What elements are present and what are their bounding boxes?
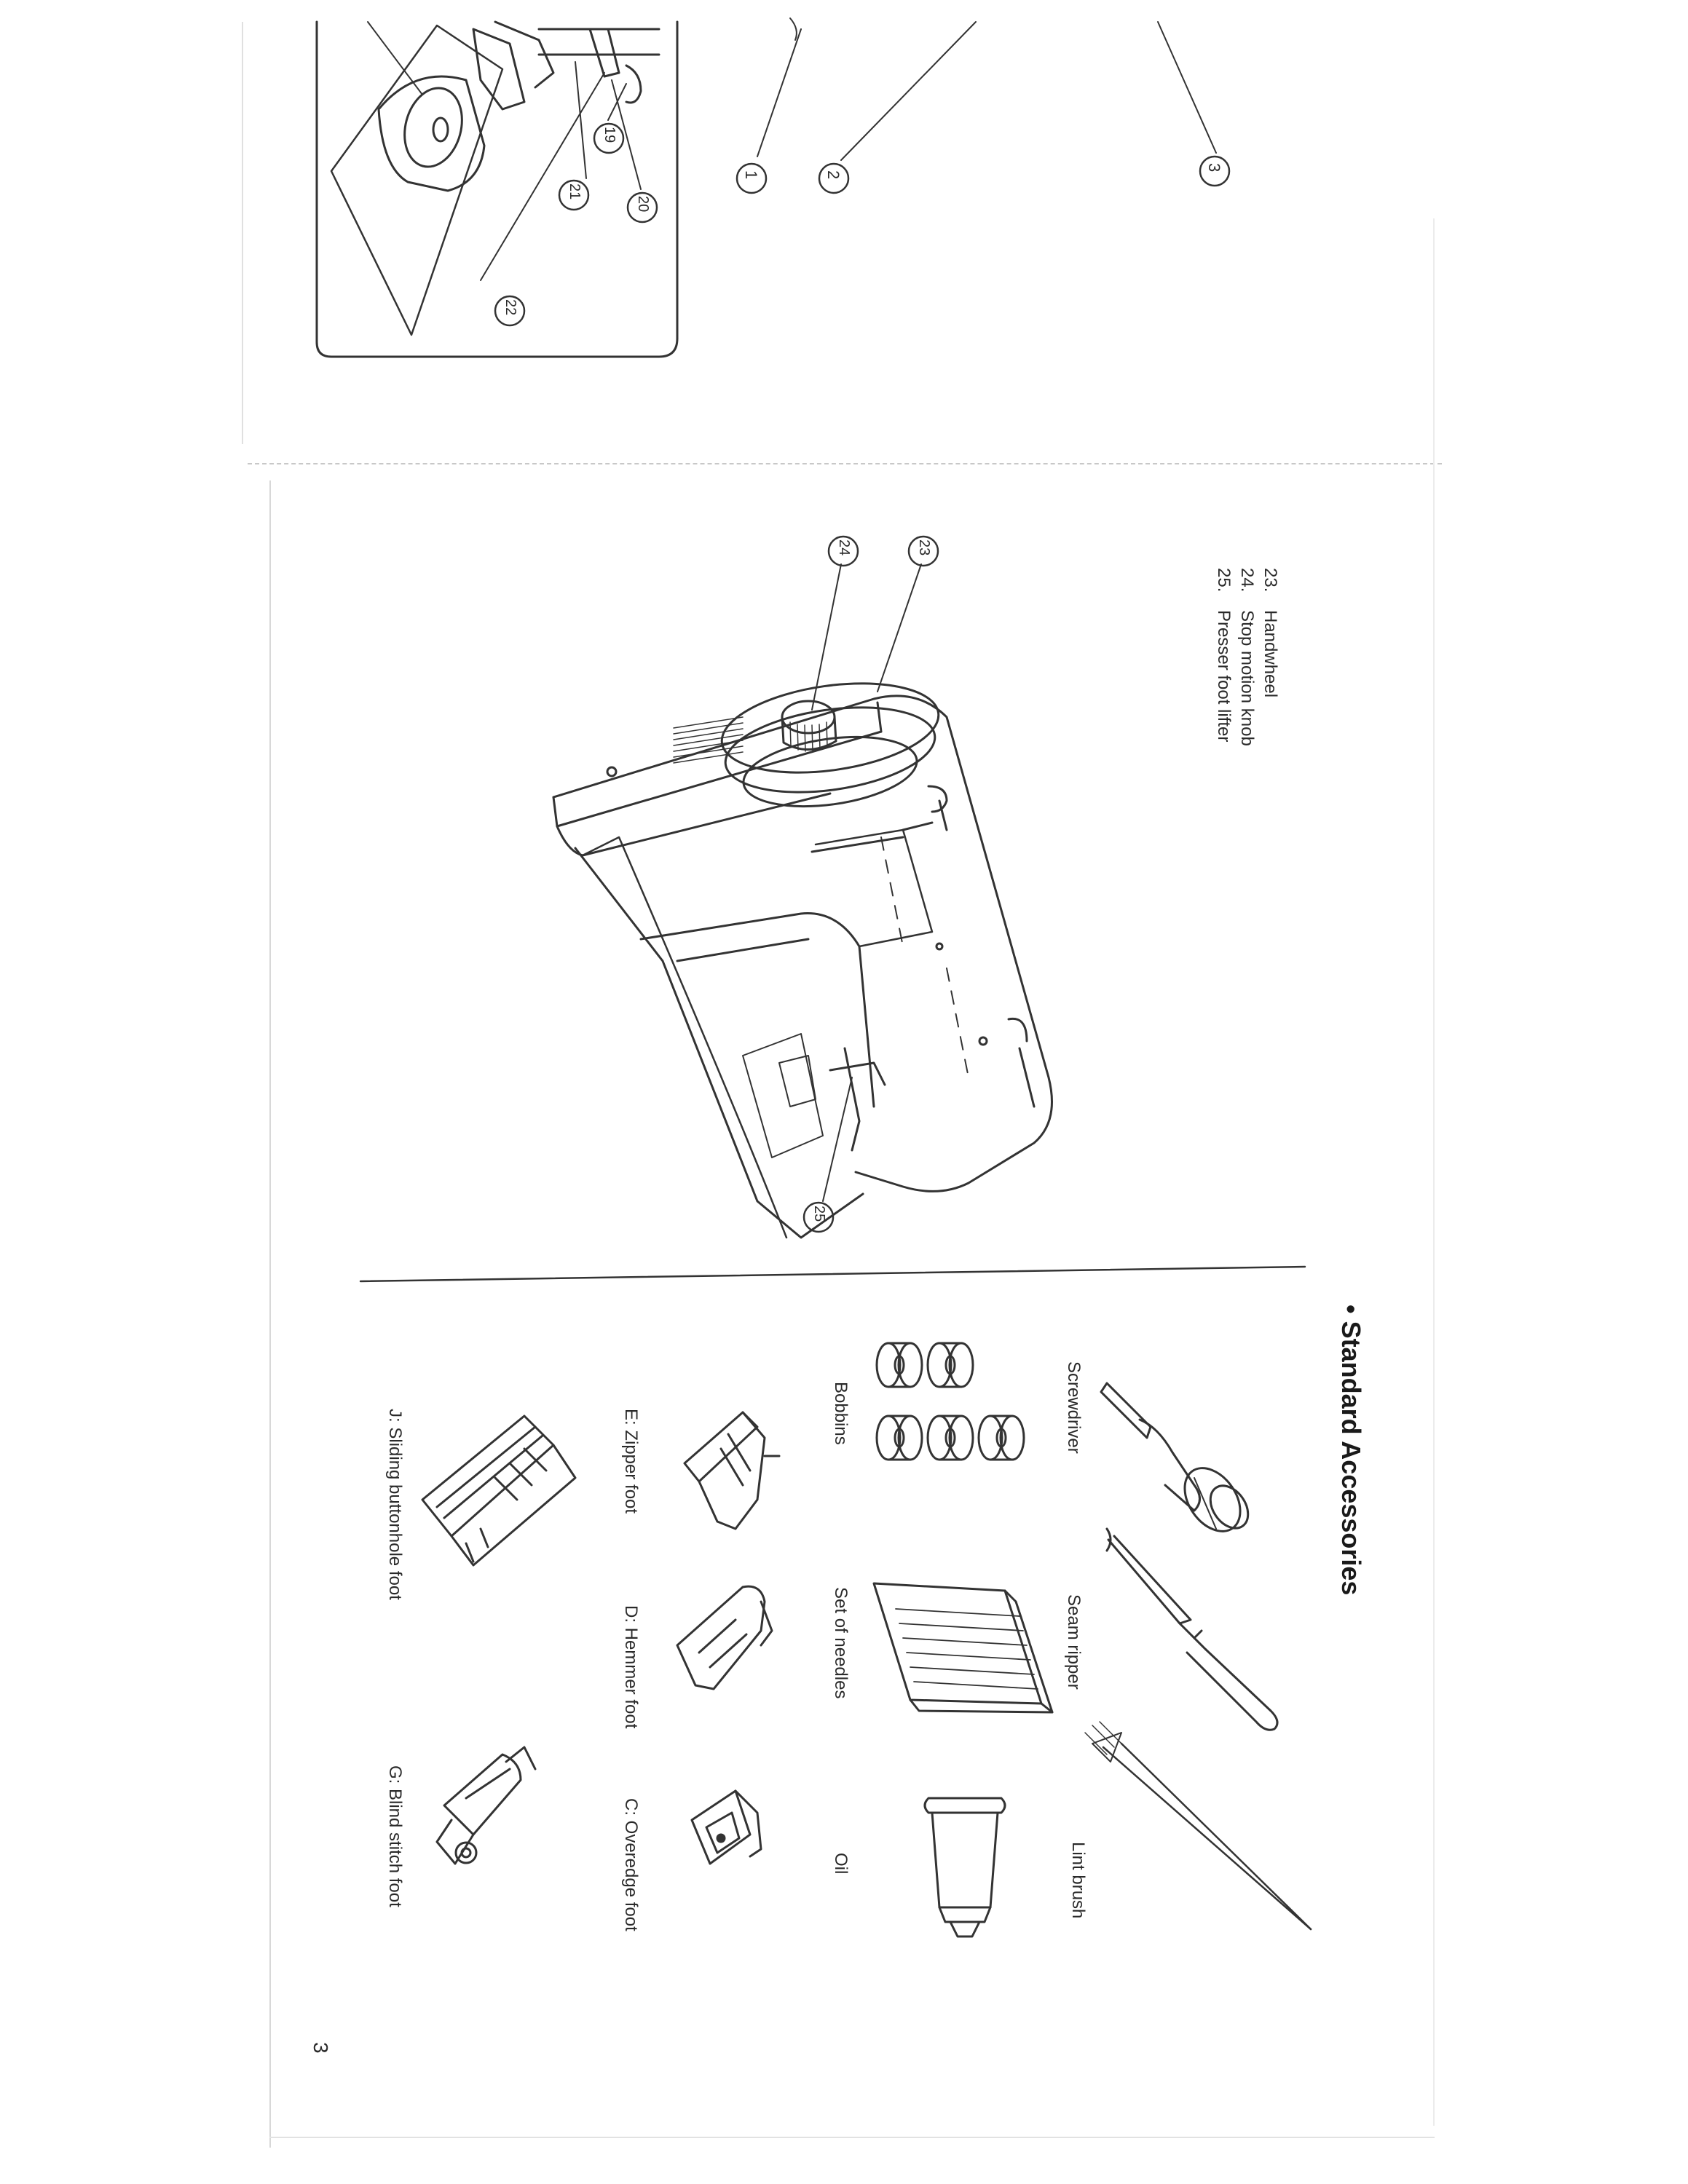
label-screwdriver: Screwdriver bbox=[1064, 1361, 1084, 1454]
legend-num: 23. bbox=[1261, 568, 1280, 593]
legend-label: Presser foot lifter bbox=[1214, 610, 1234, 743]
legend-label: Stop motion knob bbox=[1237, 610, 1257, 746]
needle-plate-inset bbox=[315, 20, 679, 358]
label-oil: Oil bbox=[831, 1853, 851, 1875]
bobbins-drawing bbox=[875, 1342, 1025, 1461]
callout-label: 1 bbox=[742, 170, 760, 180]
page-edge bbox=[269, 480, 271, 2148]
overedge-foot-drawing bbox=[690, 1789, 762, 1865]
label-zipper-foot: E: Zipper foot bbox=[621, 1409, 641, 1514]
callout-markers bbox=[494, 122, 1231, 1233]
label-buttonhole-foot: J: Sliding buttonhole foot bbox=[385, 1409, 405, 1600]
sewing-machine-back-view bbox=[552, 682, 1053, 1239]
page-edge bbox=[1433, 218, 1435, 2126]
callout-leaders-top bbox=[480, 17, 1217, 281]
zipper-foot-drawing bbox=[683, 1411, 781, 1530]
legend-item-handwheel: 23. Handwheel bbox=[1258, 568, 1282, 697]
callout-21 bbox=[558, 179, 590, 211]
callout-label: 20 bbox=[635, 196, 651, 213]
callout-label: 21 bbox=[567, 183, 583, 200]
legend-label: Handwheel bbox=[1261, 610, 1280, 698]
callout-24 bbox=[827, 535, 859, 567]
hemmer-foot-drawing bbox=[676, 1585, 773, 1690]
label-lint-brush: Lint brush bbox=[1068, 1842, 1088, 1919]
label-bobbins: Bobbins bbox=[831, 1382, 851, 1445]
callout-label: 24 bbox=[836, 539, 852, 556]
lint-brush-drawing bbox=[1084, 1721, 1312, 1931]
callout-label: 23 bbox=[916, 539, 932, 556]
callout-20 bbox=[626, 191, 658, 223]
blind-stitch-foot-drawing bbox=[435, 1746, 537, 1865]
callout-label: 25 bbox=[811, 1206, 827, 1222]
label-overedge-foot: C: Overedge foot bbox=[621, 1798, 641, 1931]
legend-num: 25. bbox=[1214, 568, 1234, 593]
callout-label: 19 bbox=[602, 127, 618, 143]
page-edge bbox=[242, 22, 243, 444]
label-needles: Set of needles bbox=[831, 1587, 851, 1699]
callout-23 bbox=[907, 535, 939, 567]
callout-label: 2 bbox=[824, 170, 843, 180]
label-seam-ripper: Seam ripper bbox=[1064, 1594, 1084, 1690]
callout-3 bbox=[1199, 155, 1231, 187]
page-fold-line bbox=[248, 463, 1442, 464]
callout-19 bbox=[593, 122, 625, 154]
callout-leaders-middle bbox=[811, 563, 922, 1202]
screwdriver-drawing bbox=[1100, 1382, 1250, 1532]
callout-label: 3 bbox=[1205, 163, 1223, 173]
label-hemmer-foot: D: Hemmer foot bbox=[621, 1605, 641, 1729]
legend-item-presser-foot-lifter: 25. Presser foot lifter bbox=[1212, 568, 1235, 742]
callout-1 bbox=[735, 162, 768, 194]
callout-2 bbox=[818, 162, 850, 194]
buttonhole-foot-drawing bbox=[421, 1415, 577, 1567]
legend-num: 24. bbox=[1237, 568, 1257, 593]
seam-ripper-drawing bbox=[1105, 1527, 1279, 1731]
oil-bottle-drawing bbox=[923, 1797, 1006, 1938]
page-number: 3 bbox=[309, 2042, 332, 2054]
label-blind-stitch-foot: G: Blind stitch foot bbox=[385, 1765, 405, 1907]
callout-25 bbox=[802, 1201, 835, 1233]
needles-case-drawing bbox=[872, 1582, 1054, 1714]
callout-label: 22 bbox=[502, 299, 518, 316]
page-edge bbox=[269, 2137, 1435, 2138]
legend-item-stop-motion-knob: 24. Stop motion knob bbox=[1235, 568, 1258, 746]
callout-22 bbox=[494, 295, 526, 327]
section-divider bbox=[359, 1265, 1306, 1283]
section-title: • Standard Accessories bbox=[1336, 1305, 1366, 1596]
